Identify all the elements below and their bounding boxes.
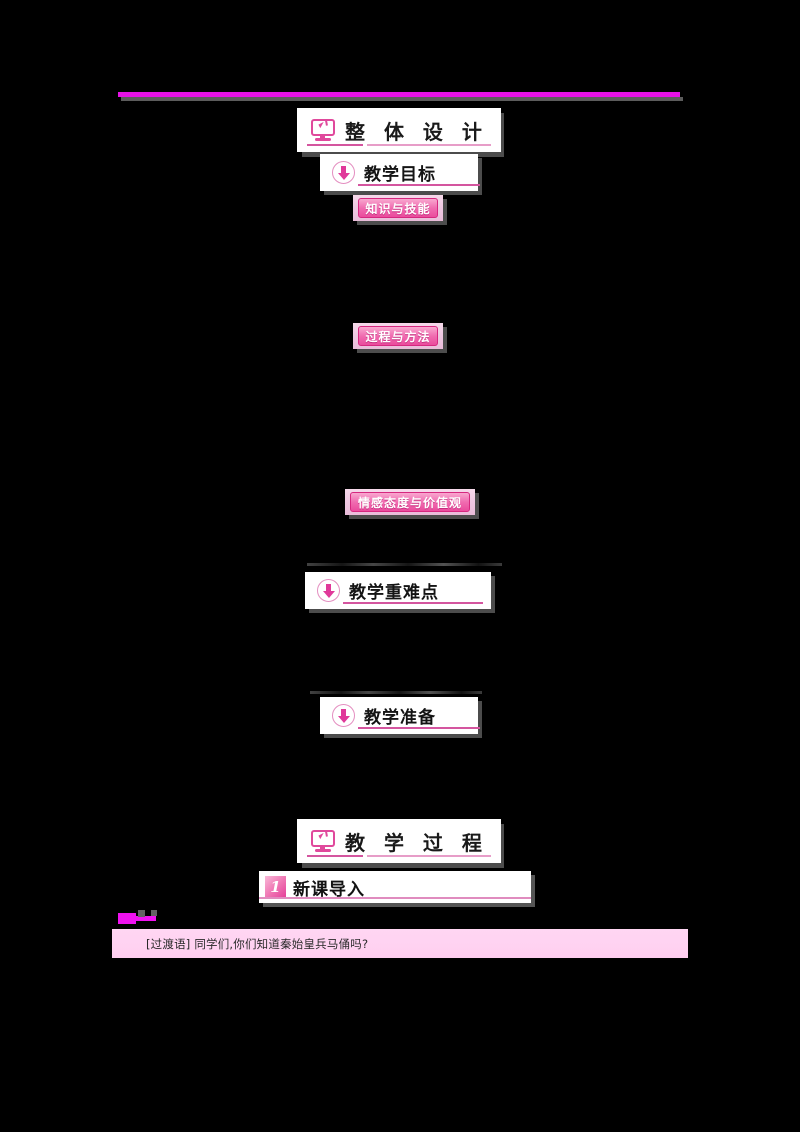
key-points-underline (343, 602, 483, 604)
step-label: 新课导入 (293, 880, 365, 900)
badge-pill: 情感态度与价值观 (350, 492, 470, 512)
circle-down-arrow-icon (332, 161, 355, 184)
step-1-new-lesson-intro: 1 新课导入 (259, 871, 531, 903)
teaching-preparation-title: 教学准备 (364, 708, 436, 728)
key-difficult-points-heading: 教学重难点 (305, 572, 491, 609)
teaching-preparation-heading: 教学准备 (320, 697, 480, 734)
teaching-preparation-underline (358, 727, 480, 729)
step-underline (259, 897, 531, 899)
step-number: 1 (270, 877, 281, 896)
teaching-objectives-title: 教学目标 (364, 165, 436, 185)
badge-knowledge-skills: 知识与技能 (353, 195, 447, 225)
monitor-cursor-icon (311, 830, 335, 852)
circle-down-arrow-icon (332, 704, 355, 727)
banner-rule-magenta (118, 92, 680, 97)
transition-text-bar: [过渡语] 同学们,你们知道秦始皇兵马俑吗? (112, 929, 688, 958)
badge-pill: 知识与技能 (358, 198, 438, 218)
badge-emotion-attitude-values: 情感态度与价值观 (345, 489, 479, 519)
teaching-objectives-underline (358, 184, 480, 186)
monitor-cursor-icon (311, 119, 335, 141)
badge-label: 情感态度与价值观 (357, 495, 462, 510)
circle-down-arrow-icon (317, 579, 340, 602)
badge-label: 知识与技能 (365, 201, 431, 216)
teaching-process-underline-right (367, 855, 491, 857)
key-difficult-points-title: 教学重难点 (349, 583, 439, 603)
teaching-process-heading: 教 学 过 程 (297, 819, 501, 863)
teaching-objectives-heading: 教学目标 (320, 154, 480, 191)
teaching-process-title: 教 学 过 程 (345, 830, 488, 855)
clipped-text-remnant (310, 691, 482, 694)
overall-design-heading: 整 体 设 计 (297, 108, 501, 152)
badge-pill: 过程与方法 (358, 326, 438, 346)
overall-design-underline-left (307, 144, 363, 146)
transition-decoration (118, 910, 160, 925)
banner-rule-shadow (121, 97, 683, 101)
step-number-badge: 1 (265, 876, 286, 897)
transition-text: [过渡语] 同学们,你们知道秦始皇兵马俑吗? (146, 937, 369, 951)
badge-label: 过程与方法 (365, 329, 431, 344)
badge-process-methods: 过程与方法 (353, 323, 447, 353)
overall-design-underline-right (367, 144, 491, 146)
teaching-process-underline-left (307, 855, 363, 857)
top-banner-rule (118, 92, 683, 102)
overall-design-title: 整 体 设 计 (345, 119, 488, 144)
clipped-text-remnant (307, 563, 502, 566)
